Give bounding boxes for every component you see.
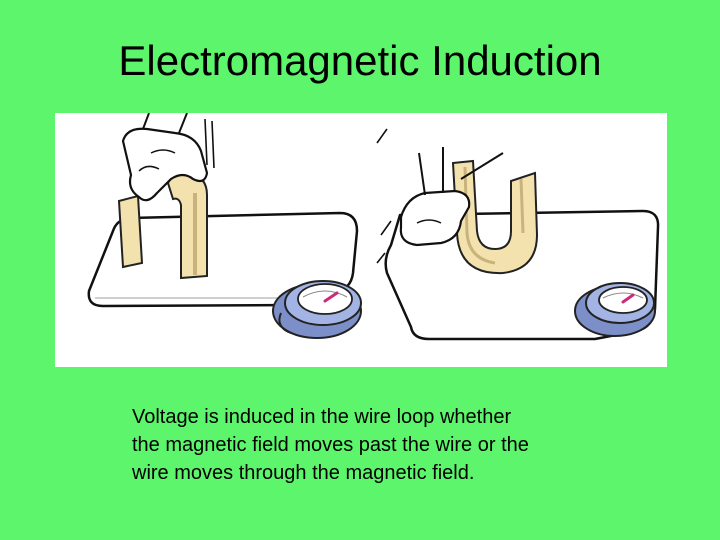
left-magnet-back-leg (119, 196, 142, 267)
caption-line-1: Voltage is induced in the wire loop whet… (132, 403, 672, 431)
caption-text: Voltage is induced in the wire loop whet… (132, 403, 672, 487)
caption-line-2: the magnetic field moves past the wire o… (132, 431, 672, 459)
right-panel-moving-wire (377, 129, 658, 339)
left-panel-moving-magnet (89, 113, 361, 338)
slide-title: Electromagnetic Induction (0, 40, 720, 82)
induction-illustration (55, 113, 667, 367)
caption-line-3: wire moves through the magnetic field. (132, 459, 672, 487)
